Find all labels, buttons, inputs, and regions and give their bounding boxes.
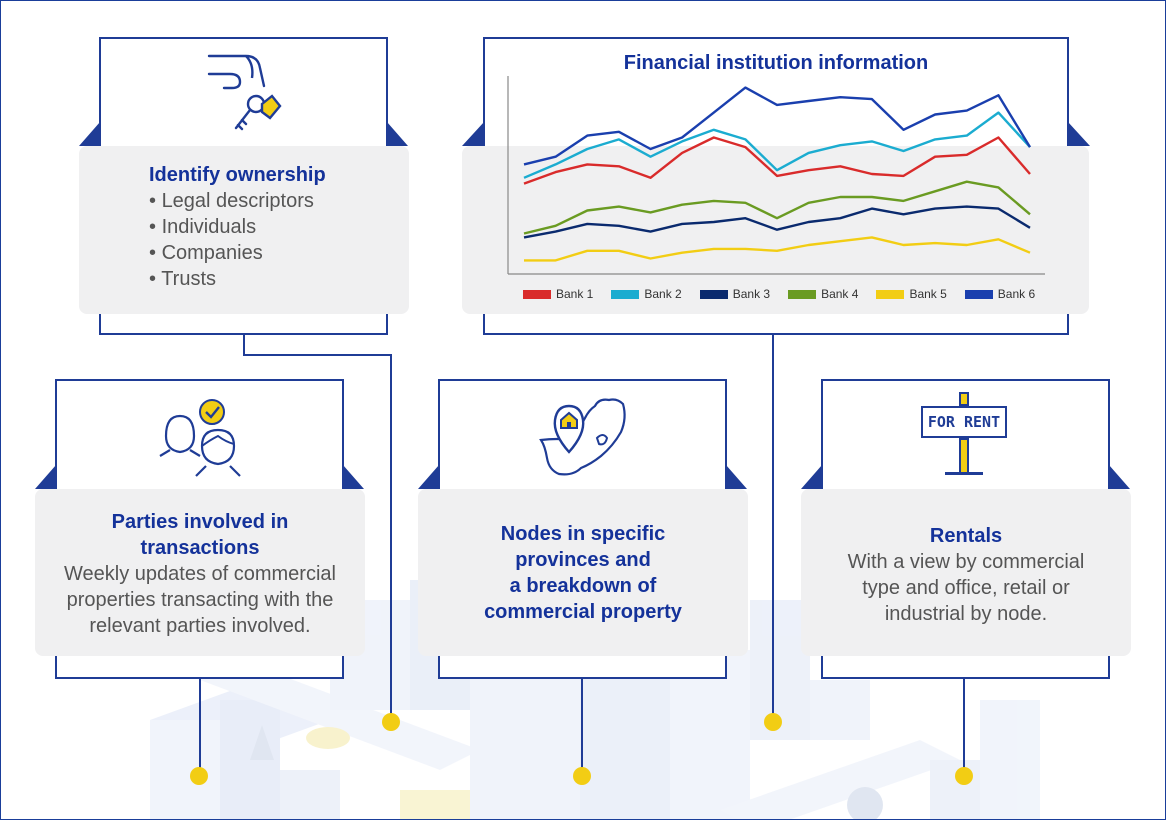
- nodes-title-line3: a breakdown of: [509, 575, 657, 597]
- list-item: Trusts: [149, 266, 409, 292]
- legend-label: Bank 2: [644, 287, 682, 301]
- ownership-card: Identify ownership Legal descriptors Ind…: [79, 146, 409, 314]
- legend-label: Bank 6: [997, 287, 1036, 301]
- panel-corner: [1109, 465, 1130, 489]
- connector-dot: [573, 767, 591, 785]
- rentals-card: Rentals With a view by commercial type a…: [801, 489, 1131, 656]
- series-line-bank-5: [524, 236, 1031, 262]
- panel-corner: [418, 465, 439, 489]
- sign-text: FOR RENT: [927, 413, 1001, 431]
- legend-item: Bank 4: [788, 287, 858, 301]
- legend-item: Bank 6: [964, 287, 1036, 301]
- parties-body-line2: properties transacting with the: [66, 589, 334, 611]
- financial-title: Financial institution information: [623, 52, 929, 74]
- parties-body-line3: relevant parties involved.: [89, 615, 311, 637]
- series-line-bank-1: [523, 136, 1031, 185]
- connector-line: [963, 678, 965, 770]
- panel-corner: [79, 122, 100, 146]
- panel-corner: [343, 465, 364, 489]
- key-hand-icon: [207, 54, 282, 131]
- rentals-body-line1: With a view by commercial: [847, 551, 1085, 573]
- list-item: Companies: [149, 240, 409, 266]
- sign-board: FOR RENT: [921, 406, 1007, 438]
- financial-line-chart: [507, 76, 1045, 275]
- connector-dot: [764, 713, 782, 731]
- panel-corner: [726, 465, 747, 489]
- connector-line: [772, 334, 774, 714]
- sign-post: [959, 438, 969, 474]
- ownership-list: Legal descriptors Individuals Companies …: [149, 188, 409, 292]
- nodes-card: Nodes in specific provinces and a breakd…: [418, 489, 748, 656]
- legend-swatch: [788, 289, 817, 299]
- parties-body-line1: Weekly updates of commercial: [64, 563, 336, 585]
- series-line-bank-4: [523, 180, 1031, 235]
- parties-title-line2: transactions: [140, 537, 260, 559]
- legend-label: Bank 3: [732, 287, 771, 301]
- sign-base: [945, 472, 983, 475]
- chart-legend: Bank 1 Bank 2 Bank 3 Bank 4 Bank 5 Bank 6: [523, 287, 1035, 301]
- connector-dot: [955, 767, 973, 785]
- parties-card: Parties involved in transactions Weekly …: [35, 489, 365, 656]
- legend-swatch: [611, 289, 640, 299]
- connector-line: [243, 354, 392, 356]
- for-rent-sign-icon: FOR RENT: [921, 392, 1007, 478]
- connector-line: [390, 354, 392, 714]
- connector-line: [243, 334, 245, 356]
- parties-title-line1: Parties involved in: [111, 511, 289, 533]
- connector-dot: [190, 767, 208, 785]
- legend-swatch: [523, 289, 551, 299]
- legend-label: Bank 4: [821, 287, 859, 301]
- legend-item: Bank 3: [699, 287, 771, 301]
- legend-item: Bank 1: [523, 287, 593, 301]
- rentals-body-line2: type and office, retail or: [862, 577, 1070, 599]
- rentals-title: Rentals: [929, 525, 1003, 547]
- connector-dot: [382, 713, 400, 731]
- list-item: Individuals: [149, 214, 409, 240]
- nodes-title-line2: provinces and: [515, 549, 651, 571]
- ownership-title: Identify ownership: [149, 164, 326, 186]
- sign-top-post: [959, 392, 969, 406]
- panel-corner: [1068, 122, 1090, 146]
- connector-line: [199, 678, 201, 770]
- legend-swatch: [699, 289, 728, 299]
- legend-swatch: [876, 289, 905, 299]
- legend-label: Bank 5: [909, 287, 947, 301]
- series-line-bank-6: [523, 86, 1032, 166]
- legend-swatch: [964, 289, 993, 299]
- series-line-bank-3: [523, 205, 1031, 239]
- list-item: Legal descriptors: [149, 188, 409, 214]
- legend-item: Bank 5: [876, 287, 947, 301]
- legend-item: Bank 2: [611, 287, 682, 301]
- panel-corner: [387, 122, 408, 146]
- nodes-title-line1: Nodes in specific: [500, 523, 666, 545]
- connector-line: [581, 678, 583, 770]
- nodes-title-line4: commercial property: [484, 601, 682, 623]
- rentals-body-line3: industrial by node.: [884, 603, 1048, 625]
- panel-corner: [35, 465, 56, 489]
- map-pin-home-icon: [539, 398, 626, 476]
- series-line-bank-2: [523, 111, 1031, 179]
- legend-label: Bank 1: [556, 287, 594, 301]
- people-check-icon: [159, 399, 241, 477]
- panel-corner: [462, 122, 484, 146]
- panel-corner: [801, 465, 822, 489]
